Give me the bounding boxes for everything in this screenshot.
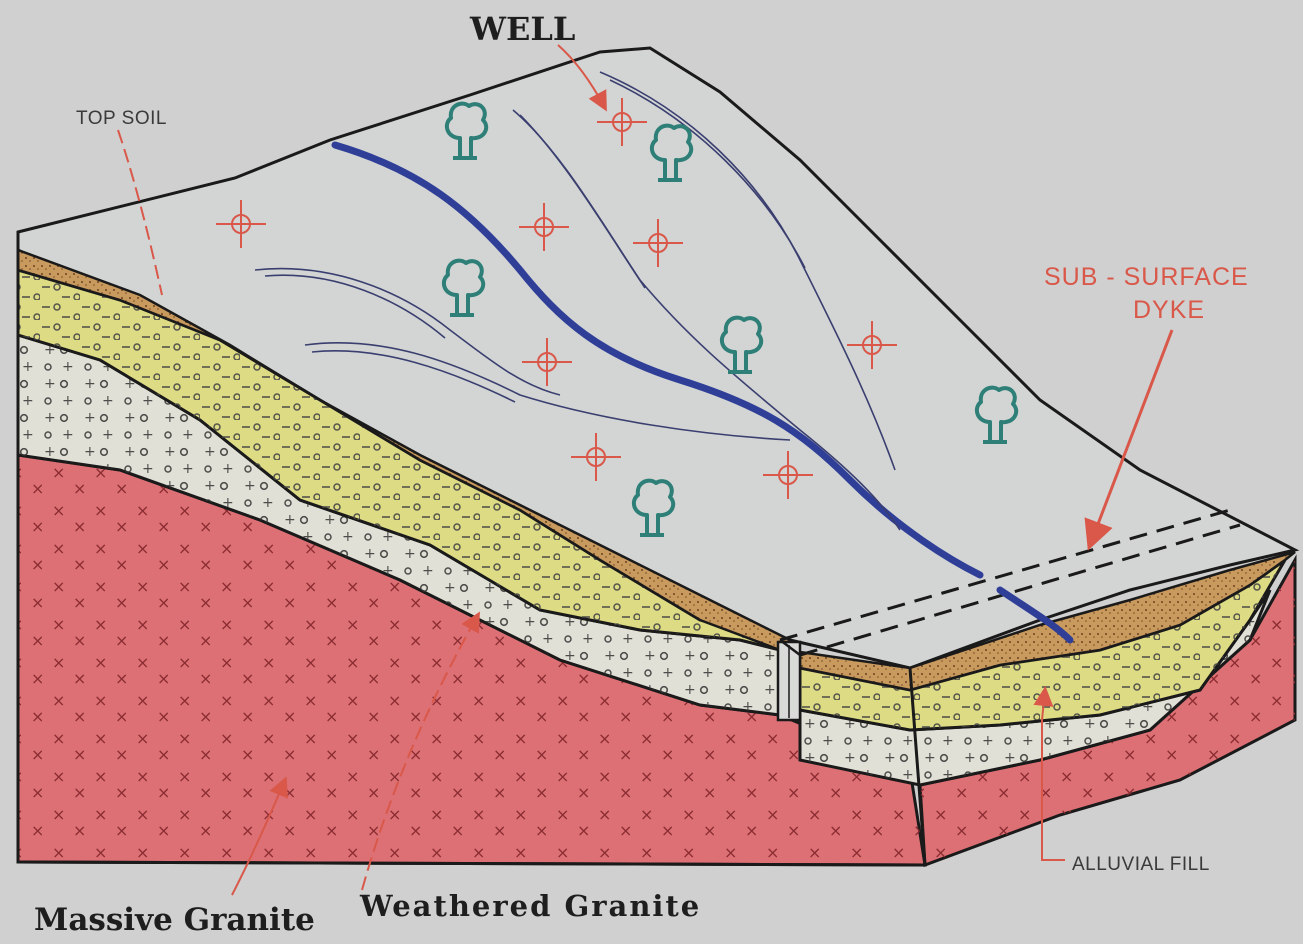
top-soil-label: TOP SOIL bbox=[76, 108, 167, 129]
alluvial-fill-label: ALLUVIAL FILL bbox=[1072, 854, 1210, 875]
sub-surface-label: SUB - SURFACE bbox=[1044, 263, 1249, 291]
dyke-label: DYKE bbox=[1133, 296, 1205, 324]
weathered-granite-label: Weathered Granite bbox=[359, 889, 701, 923]
massive-granite-label: Massive Granite bbox=[34, 902, 315, 938]
well-label: WELL bbox=[469, 10, 575, 48]
